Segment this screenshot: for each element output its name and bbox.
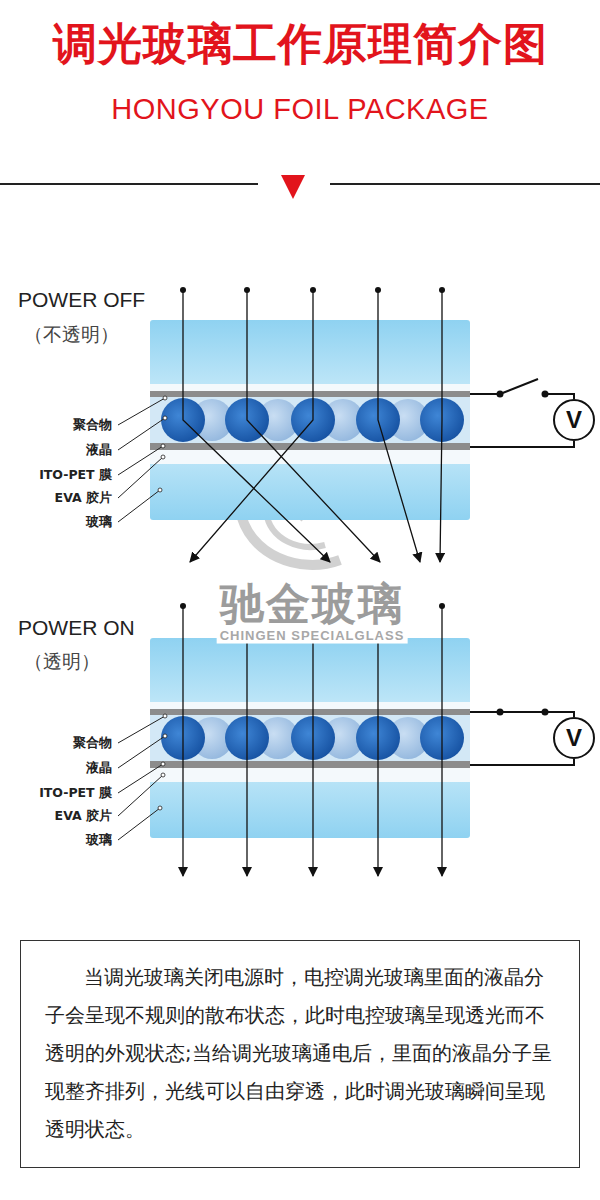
- layer-label: ITO-PET 膜: [39, 786, 112, 800]
- layer-label: EVA 胶片: [55, 809, 112, 823]
- meter-letter: V: [566, 724, 582, 752]
- layer-label: 液晶: [86, 761, 112, 775]
- state-heading: POWER ON: [18, 616, 135, 640]
- caption-box: 当调光玻璃关闭电源时，电控调光玻璃里面的液晶分子会呈现不规则的散布状态，此时电控…: [20, 940, 580, 1168]
- subtitle: HONGYOU FOIL PACKAGE: [111, 93, 488, 126]
- voltmeter-symbol: V: [553, 399, 595, 441]
- layer-label: EVA 胶片: [55, 491, 112, 505]
- layer-label: 聚合物: [73, 418, 112, 432]
- page-title: 调光玻璃工作原理简介图: [53, 19, 548, 70]
- meter-letter: V: [566, 406, 582, 434]
- watermark: 驰金玻璃: [216, 579, 408, 630]
- state-heading: POWER OFF: [18, 288, 145, 312]
- state-note: （不透明）: [24, 324, 119, 346]
- layer-label: 聚合物: [73, 736, 112, 750]
- watermark: CHINGEN SPECIALGLASS: [217, 629, 408, 644]
- layer-label: ITO-PET 膜: [39, 468, 112, 482]
- state-note: （透明）: [24, 651, 100, 673]
- layer-label: 液晶: [86, 443, 112, 457]
- voltmeter-symbol: V: [553, 717, 595, 759]
- layer-label: 玻璃: [86, 833, 112, 847]
- caption-text: 当调光玻璃关闭电源时，电控调光玻璃里面的液晶分子会呈现不规则的散布状态，此时电控…: [45, 959, 555, 1149]
- layer-label: 玻璃: [86, 515, 112, 529]
